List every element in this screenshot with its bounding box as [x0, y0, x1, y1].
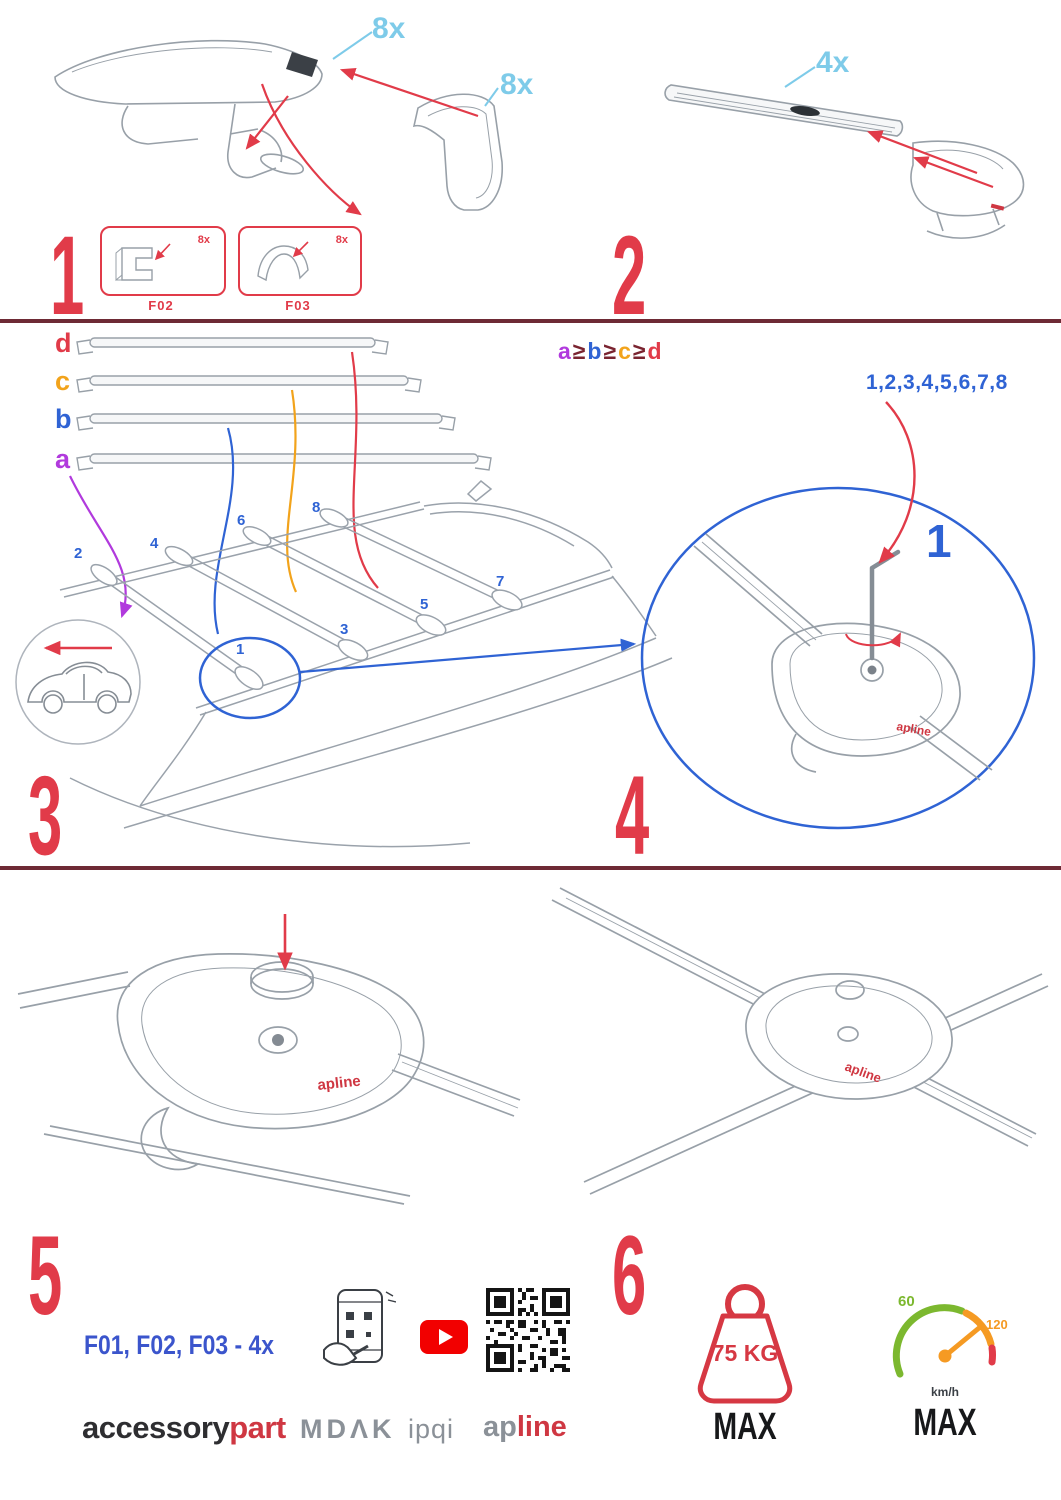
apline-logo-step4: apline	[895, 719, 932, 739]
step-6-number: 6	[612, 1213, 646, 1338]
f02-label: F02	[148, 298, 174, 313]
formula-geq1: ≥	[572, 338, 586, 364]
leader-d-red	[350, 351, 379, 589]
step1-qty-bar-label: 8x	[372, 12, 406, 45]
qr-code	[486, 1288, 570, 1372]
zoom-connector-line	[299, 638, 637, 674]
foot1-focus-circle	[198, 636, 302, 720]
step3-step4-roof-drawing: apline	[15, 337, 1036, 848]
leader-b-blue	[213, 427, 235, 635]
roof-pos-7: 7	[496, 573, 505, 590]
brand-apline-red: line	[516, 1411, 567, 1443]
step1-qty-leader-lines	[332, 31, 499, 107]
car-roof-outline	[59, 479, 673, 848]
phone-scan-icon	[323, 1289, 396, 1366]
formula-d: d	[647, 338, 662, 364]
speed-unit-label: km/h	[930, 1385, 959, 1399]
brand-accessorypart: accessorypart	[82, 1412, 286, 1443]
roof-pos-2: 2	[74, 545, 83, 562]
section-divider-1	[0, 319, 1061, 323]
f02-qty: 8x	[197, 234, 210, 246]
bar-label-d: d	[55, 328, 72, 358]
brand-apline-gray: ap	[483, 1411, 517, 1443]
step2-qty-label: 4x	[816, 46, 850, 79]
sequence-first-number: 1	[926, 515, 952, 567]
brand-apline: apline	[483, 1413, 567, 1442]
step1-qty-cover-label: 8x	[500, 68, 534, 101]
apline-logo-step5: apline	[317, 1073, 362, 1094]
leader-c-orange	[286, 389, 298, 593]
max-speed-label: MAX	[913, 1402, 977, 1444]
bar-label-c: c	[55, 366, 71, 396]
section-divider-2	[0, 866, 1061, 870]
roof-pos-3: 3	[340, 621, 349, 638]
step-4-number: 4	[615, 753, 649, 878]
f03-label: F03	[285, 298, 311, 313]
gauge-needle	[942, 1325, 982, 1359]
max-weight-value: 75 KG	[711, 1340, 779, 1366]
formula-geq3: ≥	[632, 338, 646, 364]
endcap-logo-mark	[990, 203, 1005, 211]
roof-pos-1: 1	[236, 641, 245, 658]
step2-red-arrows	[866, 130, 994, 189]
max-speed-gauge-icon	[892, 1304, 997, 1378]
stacked-crossbars	[76, 337, 492, 471]
youtube-icon	[420, 1320, 468, 1354]
brand-accessorypart-gray: accessory	[82, 1410, 230, 1445]
brand-ipqi: ipqi	[408, 1414, 455, 1444]
speed-high-value: 120	[986, 1317, 1008, 1332]
step2-qty-leader-line	[784, 66, 816, 88]
step-5-number: 5	[28, 1213, 62, 1338]
max-weight-icon	[697, 1284, 793, 1404]
step1-red-arrows	[245, 67, 479, 216]
rotate-arrow	[845, 632, 901, 648]
length-formula: a ≥ b ≥ c ≥ d	[558, 340, 662, 363]
youtube-play-triangle	[439, 1329, 453, 1345]
speed-low-value: 60	[898, 1293, 915, 1310]
car-direction-inset	[15, 619, 141, 745]
step-2-number: 2	[612, 213, 646, 338]
bar-slot-shape	[790, 105, 820, 117]
roof-pos-4: 4	[150, 535, 159, 552]
max-weight-label: MAX	[713, 1406, 777, 1448]
roof-pos-6: 6	[237, 512, 246, 529]
bar-label-b: b	[55, 404, 72, 434]
f03-qty: 8x	[335, 234, 348, 246]
formula-geq2: ≥	[603, 338, 617, 364]
allen-key	[869, 549, 901, 661]
formula-a: a	[558, 338, 571, 364]
step4-magnified-clamp: apline	[640, 401, 1036, 830]
step-3-number: 3	[28, 753, 62, 878]
tighten-sequence: 1,2,3,4,5,6,7,8	[866, 371, 1008, 394]
brand-accessorypart-red: part	[229, 1410, 286, 1445]
part-box-f02: 8x	[100, 226, 226, 296]
f02-bracket-drawing	[115, 243, 171, 282]
formula-b: b	[587, 338, 602, 364]
step2-bar-assembly-drawing	[664, 66, 1025, 239]
step6-clamp-drawing	[551, 887, 1049, 1195]
roof-pos-8: 8	[312, 499, 321, 516]
step5-clamp-drawing	[17, 953, 521, 1205]
bar-label-a: a	[55, 444, 71, 474]
step5-step6-clamp-drawings: apline apline	[17, 887, 1049, 1205]
brand-mdak: MDΛK	[300, 1414, 396, 1444]
leader-a-purple	[69, 475, 133, 619]
parts-summary: F01, F02, F03 - 4x	[84, 1330, 275, 1360]
part-box-f03: 8x	[238, 226, 362, 296]
sequence-arrow	[878, 401, 916, 564]
rubber-pad-shape	[286, 52, 318, 77]
f03-cover-drawing	[257, 241, 309, 282]
roof-pos-5: 5	[420, 596, 429, 613]
formula-c: c	[618, 338, 631, 364]
step1-crossbar-endcap-drawing	[54, 31, 503, 216]
step-1-number: 1	[50, 213, 84, 338]
